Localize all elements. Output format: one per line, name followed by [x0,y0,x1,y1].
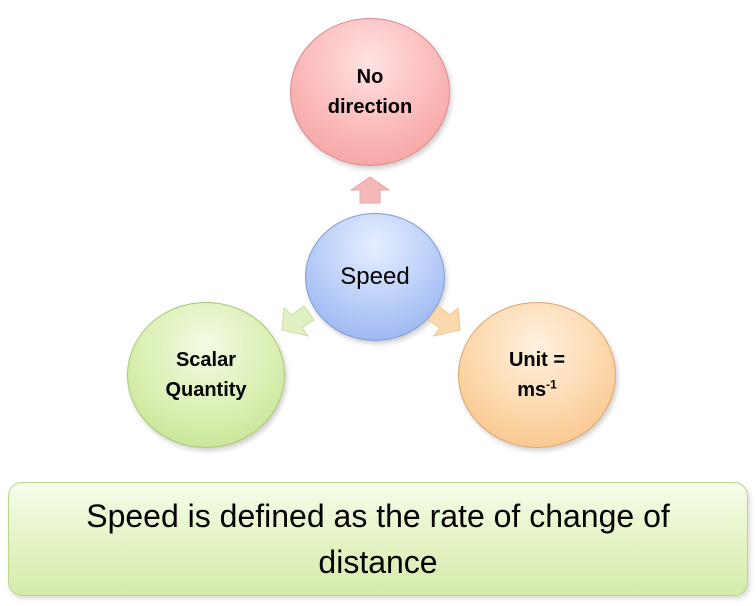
definition-line2: distance [318,544,438,580]
scalar-quantity-circle: Scalar Quantity [127,302,285,448]
unit-value: ms [517,379,547,401]
no-direction-line1: No [356,66,384,88]
speed-circle: Speed [305,213,445,341]
definition-line1: Speed is defined as the rate of change o… [86,498,670,534]
no-direction-circle: No direction [290,18,450,166]
no-direction-line2: direction [327,96,413,118]
speed-label: Speed [340,263,410,290]
scalar-line2: Quantity [165,379,247,401]
unit-label: Unit = ms-1 [509,345,565,405]
definition-text: Speed is defined as the rate of change o… [86,493,670,585]
scalar-line1: Scalar [175,349,237,371]
definition-box: Speed is defined as the rate of change o… [8,482,748,596]
arrow-down-left-icon [281,305,315,337]
arrow-up-icon [350,176,390,204]
unit-exponent: -1 [546,377,557,392]
arrow-down-right-icon [427,305,461,337]
scalar-quantity-label: Scalar Quantity [165,345,246,405]
unit-line1: Unit = [508,349,566,371]
no-direction-label: No direction [328,62,412,122]
unit-circle: Unit = ms-1 [458,302,616,448]
